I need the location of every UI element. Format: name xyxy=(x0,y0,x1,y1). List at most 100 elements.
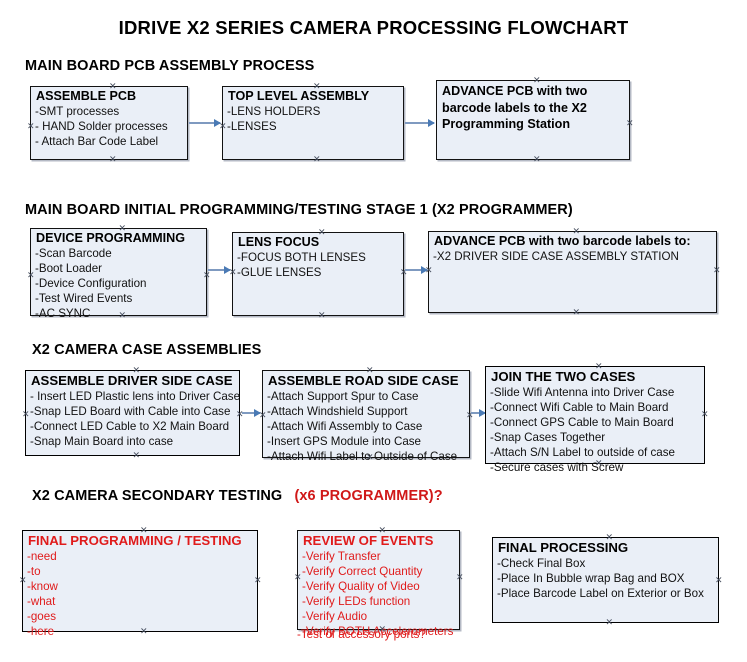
node-line: -Check Final Box xyxy=(497,556,586,570)
node-assemble-driver-side-case[interactable]: ASSEMBLE DRIVER SIDE CASE - Insert LED P… xyxy=(22,366,244,460)
node-line: -Boot Loader xyxy=(35,261,103,275)
node-line: -Place In Bubble wrap Bag and BOX xyxy=(497,571,685,585)
node-line: -Verify BOTH Accelerometers xyxy=(302,624,454,638)
connector-top-level-to-advance xyxy=(405,119,435,127)
node-line: -Verify Quality of Video xyxy=(302,579,420,593)
node-top-level-assembly-lines: -LENS HOLDERS -LENSES xyxy=(223,104,403,134)
resize-handle-bottom[interactable]: ✕ xyxy=(132,450,141,460)
resize-handle-bottom[interactable]: ✕ xyxy=(572,307,581,317)
section-heading-2: MAIN BOARD INITIAL PROGRAMMING/TESTING S… xyxy=(25,202,573,218)
node-assemble-driver-side-case-title: ASSEMBLE DRIVER SIDE CASE xyxy=(31,373,233,388)
node-top-level-assembly[interactable]: TOP LEVEL ASSEMBLY -LENS HOLDERS -LENSES… xyxy=(219,82,404,164)
resize-handle-bottom[interactable]: ✕ xyxy=(533,154,541,164)
node-review-of-events[interactable]: REVIEW OF EVENTS -Verify Transfer -Verif… xyxy=(294,526,464,638)
resize-handle-bottom[interactable]: ✕ xyxy=(605,617,614,627)
resize-handle-bottom[interactable]: ✕ xyxy=(313,154,321,164)
node-lens-focus-lines: -FOCUS BOTH LENSES -GLUE LENSES xyxy=(233,250,403,280)
node-line: -Snap Cases Together xyxy=(490,430,606,444)
node-line: -Snap LED Board with Cable into Case xyxy=(30,404,231,418)
resize-handle-bottom[interactable]: ✕ xyxy=(109,154,117,164)
connector-lens-focus-to-advance xyxy=(405,266,428,274)
node-line: -FOCUS BOTH LENSES xyxy=(237,250,366,264)
connector-road-case-to-join-cases xyxy=(471,409,486,417)
node-line: - Attach Bar Code Label xyxy=(35,134,159,148)
node-advance-pcb-programming-station[interactable]: ADVANCE PCB with two barcode labels to t… xyxy=(436,76,634,164)
node-line: -Attach S/N Label to outside of case xyxy=(490,445,675,459)
node-line: -SMT processes xyxy=(35,104,120,118)
node-lens-focus-title: LENS FOCUS xyxy=(238,235,320,249)
resize-handle-bottom[interactable]: ✕ xyxy=(318,310,326,320)
node-line: -here xyxy=(27,624,55,638)
node-line: -AC SYNC xyxy=(35,307,91,321)
node-device-programming-title: DEVICE PROGRAMMING xyxy=(36,231,186,245)
node-advance-pcb-driver-side[interactable]: ADVANCE PCB with two barcode labels to: … xyxy=(425,227,721,317)
node-advance-pcb-programming-station-title: ADVANCE PCB with two barcode labels to t… xyxy=(442,84,588,132)
node-review-of-events-title: REVIEW OF EVENTS xyxy=(303,533,434,548)
node-assemble-road-side-case[interactable]: ASSEMBLE ROAD SIDE CASE -Attach Support … xyxy=(259,366,474,463)
node-assemble-pcb[interactable]: ASSEMBLE PCB -SMT processes - HAND Solde… xyxy=(27,82,188,164)
section-heading-4: X2 CAMERA SECONDARY TESTING (x6 PROGRAMM… xyxy=(32,488,443,504)
node-join-the-two-cases[interactable]: JOIN THE TWO CASES -Slide Wifi Antenna i… xyxy=(485,362,709,474)
node-line: -what xyxy=(27,594,56,608)
node-join-the-two-cases-lines: -Slide Wifi Antenna into Driver Case -Co… xyxy=(486,385,704,475)
section-heading-4-text: X2 CAMERA SECONDARY TESTING xyxy=(32,488,283,504)
node-advance-pcb-driver-side-title: ADVANCE PCB with two barcode labels to: xyxy=(434,234,691,248)
node-line: -Attach Windshield Support xyxy=(267,404,408,418)
node-top-level-assembly-title: TOP LEVEL ASSEMBLY xyxy=(228,89,370,103)
node-line: -Test Wired Events xyxy=(35,292,133,306)
node-line: -Attach Wifi Label to Outside of Case xyxy=(267,449,458,463)
section-heading-2-text: MAIN BOARD INITIAL PROGRAMMING/TESTING S… xyxy=(25,202,573,218)
section-heading-3: X2 CAMERA CASE ASSEMBLIES xyxy=(32,342,261,358)
node-line: -Connect LED Cable to X2 Main Board xyxy=(30,419,230,433)
node-line: -Attach Wifi Assembly to Case xyxy=(267,419,423,433)
node-join-the-two-cases-title: JOIN THE TWO CASES xyxy=(491,369,636,384)
node-final-programming-testing-lines: -need -to -know -what -goes -here xyxy=(23,549,257,639)
node-review-of-events-lines: -Verify Transfer -Verify Correct Quantit… xyxy=(298,549,459,639)
node-line: -goes xyxy=(27,609,57,623)
node-final-processing[interactable]: FINAL PROCESSING -Check Final Box -Place… xyxy=(492,533,723,627)
node-line: -Device Configuration xyxy=(35,276,147,290)
node-line: -Connect GPS Cable to Main Board xyxy=(490,415,674,429)
node-line: -to xyxy=(27,564,41,578)
node-assemble-driver-side-case-lines: - Insert LED Plastic lens into Driver Ca… xyxy=(26,389,241,449)
section-heading-1-text: MAIN BOARD PCB ASSEMBLY PROCESS xyxy=(25,58,315,74)
section-heading-1: MAIN BOARD PCB ASSEMBLY PROCESS xyxy=(25,58,314,74)
node-line: -Insert GPS Module into Case xyxy=(267,434,422,448)
node-line: -Verify LEDs function xyxy=(302,594,411,608)
node-final-programming-testing-title: FINAL PROGRAMMING / TESTING xyxy=(28,533,242,548)
connector-device-to-lens-focus xyxy=(208,266,231,274)
node-review-of-events-overflow-line: -Test of accessory ports? xyxy=(297,628,426,641)
node-final-programming-testing[interactable]: FINAL PROGRAMMING / TESTING -need -to -k… xyxy=(19,526,262,638)
node-line: -Scan Barcode xyxy=(35,246,112,260)
node-line: -LENS HOLDERS xyxy=(227,104,321,118)
node-line: - Insert LED Plastic lens into Driver Ca… xyxy=(30,389,241,403)
node-line: -Place Barcode Label on Exterior or Box xyxy=(497,586,704,600)
resize-handle-right[interactable]: ✕ xyxy=(713,265,721,276)
node-device-programming-lines: -Scan Barcode -Boot Loader -Device Confi… xyxy=(31,246,206,321)
node-line: -LENSES xyxy=(227,119,277,133)
node-advance-pcb-driver-side-lines: -X2 DRIVER SIDE CASE ASSEMBLY STATION xyxy=(429,249,716,264)
node-final-processing-title: FINAL PROCESSING xyxy=(498,540,629,555)
node-line: -Snap Main Board into case xyxy=(30,434,174,448)
node-assemble-pcb-title: ASSEMBLE PCB xyxy=(36,89,137,103)
node-device-programming[interactable]: DEVICE PROGRAMMING -Scan Barcode -Boot L… xyxy=(27,224,211,321)
node-line: -Connect Wifi Cable to Main Board xyxy=(490,400,669,414)
node-line: -X2 DRIVER SIDE CASE ASSEMBLY STATION xyxy=(433,249,679,263)
node-line: -need xyxy=(27,549,57,563)
node-assemble-road-side-case-lines: -Attach Support Spur to Case -Attach Win… xyxy=(263,389,469,464)
section-heading-3-text: X2 CAMERA CASE ASSEMBLIES xyxy=(32,342,262,358)
section-heading-4-accent: (x6 PROGRAMMER)? xyxy=(294,488,443,504)
connector-pcb-to-top-level xyxy=(189,119,221,127)
node-line: -Secure cases with Screw xyxy=(490,460,624,474)
node-line: - HAND Solder processes xyxy=(35,119,168,133)
node-line: -Attach Support Spur to Case xyxy=(267,389,419,403)
node-line: -Verify Audio xyxy=(302,609,368,623)
page-title: IDRIVE X2 SERIES CAMERA PROCESSING FLOWC… xyxy=(118,17,629,38)
node-line: -Verify Correct Quantity xyxy=(302,564,423,578)
node-lens-focus[interactable]: LENS FOCUS -FOCUS BOTH LENSES -GLUE LENS… xyxy=(229,228,408,320)
node-line: -Verify Transfer xyxy=(302,549,381,563)
connector-driver-case-to-road-case xyxy=(242,409,261,417)
node-line: -GLUE LENSES xyxy=(237,265,322,279)
node-line: -know xyxy=(27,579,58,593)
